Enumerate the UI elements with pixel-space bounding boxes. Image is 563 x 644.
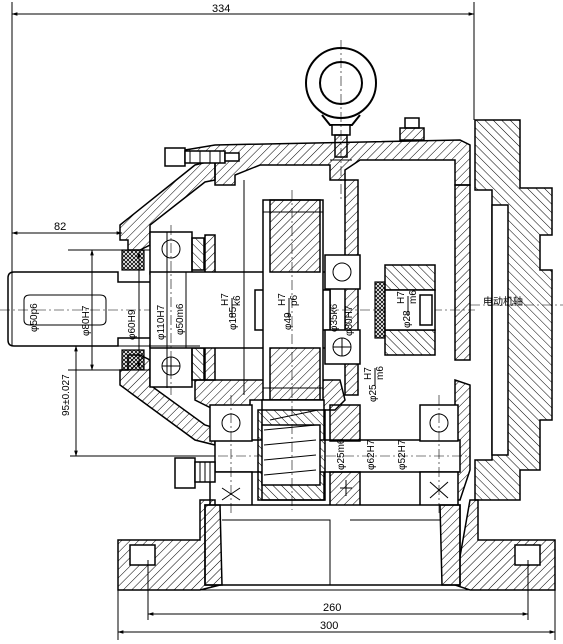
dia-25-fit-num: H7 [363, 367, 374, 380]
dia-185-fit-num: H7 [220, 293, 231, 306]
dia-52H7: φ52H7 [397, 439, 408, 470]
dia-28-fit-den: m6 [408, 290, 419, 304]
dia-28: φ28 [402, 310, 413, 328]
motor-flange [470, 119, 563, 501]
breather-plug [399, 117, 425, 141]
housing-bolt-top [164, 147, 240, 167]
dia-35k6: φ35k6 [329, 303, 340, 332]
dim-334-label: 334 [212, 3, 230, 15]
dim-82-label: 82 [54, 221, 66, 233]
dia-110H7: φ110H7 [156, 304, 167, 340]
dimension-center-distance: 95±0.027 [61, 345, 215, 457]
main-shaft-right-bearing [324, 254, 361, 365]
dia-50m6: φ50m6 [175, 303, 186, 335]
dim-95-label: 95±0.027 [61, 374, 72, 416]
intermediate-shaft [200, 404, 470, 513]
dia-80H7-right: φ80H7 [344, 305, 355, 336]
dia-25: φ25 [368, 384, 379, 402]
dia-62H7: φ62H7 [366, 439, 377, 470]
motor-coupling [374, 264, 436, 356]
dim-260-label: 260 [323, 602, 341, 614]
dia-28-fit-num: H7 [396, 291, 407, 304]
motor-shaft-label: 电动机轴 [483, 295, 523, 308]
housing-base [117, 499, 556, 591]
dia-25m6: φ25m6 [336, 438, 347, 470]
dia-80H7-left: φ80H7 [81, 305, 92, 336]
dia-185-fit-den: k6 [232, 295, 243, 306]
dia-50p6: φ50p6 [29, 303, 40, 332]
dimension-overall-width-top: 334 [11, 2, 475, 290]
dimension-base: 260 300 [117, 560, 556, 640]
dim-300-label: 300 [320, 620, 338, 632]
diameter-callouts: φ50p6 φ80H7 φ60H9 φ110H7 φ50m6 φ185 H7 k… [29, 180, 419, 470]
dia-60H9: φ60H9 [127, 309, 138, 340]
dia-49-fit-den: p6 [289, 294, 300, 306]
dia-49-fit-num: H7 [277, 293, 288, 306]
dimension-shaft-extension: 82 [11, 221, 123, 235]
dia-49: φ49 [283, 312, 294, 330]
dia-25-fit-den: m6 [375, 366, 386, 380]
dia-185: φ185 [228, 306, 239, 330]
housing-bolt-lower [174, 457, 216, 489]
